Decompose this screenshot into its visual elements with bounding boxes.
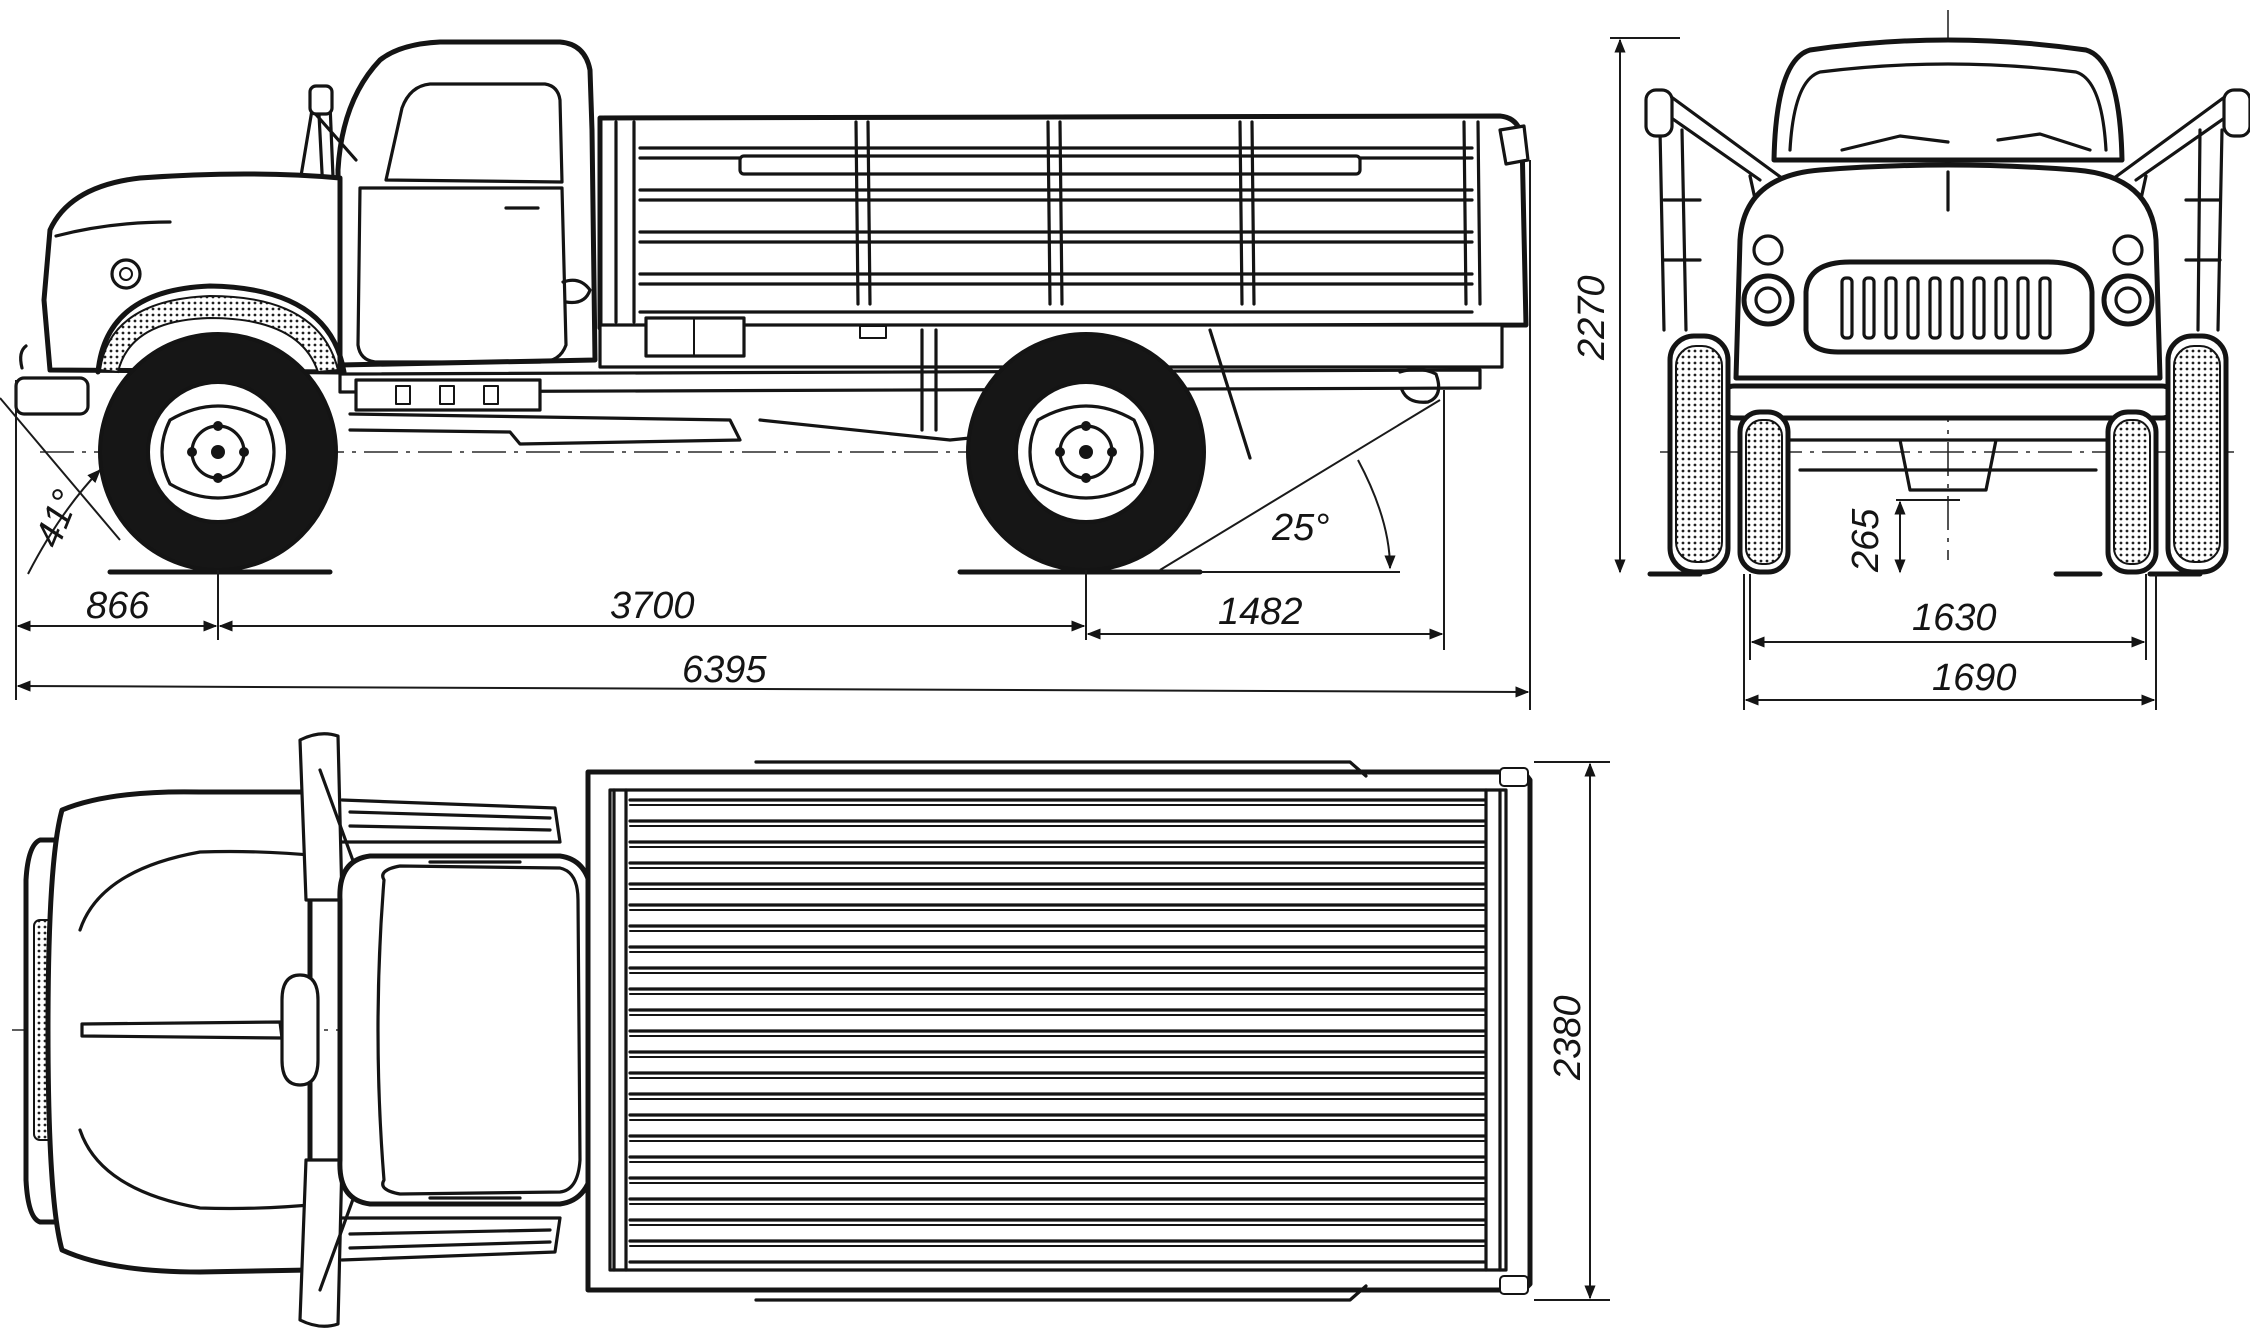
step-rivet-3 (483, 385, 499, 405)
front-headlights (1741, 234, 2155, 327)
bed-stakes (614, 120, 1482, 324)
cab-window (384, 82, 564, 184)
hood-emblem-inner (119, 267, 133, 281)
label-wheelbase: 3700 (610, 585, 695, 627)
front-cab (1771, 37, 2125, 163)
top-bed-inner (608, 788, 1508, 1272)
top-bed-corner-1 (1499, 767, 1529, 787)
front-fender-arch (98, 294, 340, 374)
cab-door (356, 186, 568, 364)
bed-plate (859, 325, 887, 339)
front-axle (1788, 438, 2108, 492)
label-departure-angle: 25° (1271, 507, 1329, 549)
exhaust-pipe (758, 418, 992, 442)
front-wipers (1840, 132, 2092, 152)
front-bumper (14, 376, 90, 416)
grille-bars (1840, 276, 2052, 340)
top-bed-boards (628, 798, 1486, 1264)
top-view: 2380 (12, 732, 1610, 1328)
front-windscreen (1788, 62, 2108, 152)
top-hood-strip (80, 1020, 284, 1040)
front-tyres (1667, 333, 2229, 575)
front-grille (1803, 259, 2095, 355)
front-bed-sides (1658, 128, 2224, 332)
label-width: 2380 (1547, 995, 1589, 1081)
approach-line (0, 397, 121, 541)
departure-arc (1357, 459, 1396, 570)
top-hood-crease-r (78, 1128, 322, 1211)
step-rivet-2 (439, 385, 455, 405)
front-mirrors (1644, 88, 2250, 242)
rear-suspension (920, 328, 1252, 460)
rear-wheel (966, 332, 1206, 572)
top-hood-vent (280, 973, 320, 1087)
label-front-track: 1630 (1912, 597, 1997, 639)
tail-lamp (1498, 124, 1530, 166)
label-ground-clearance: 265 (1845, 508, 1887, 573)
label-overall-length: 6395 (682, 649, 767, 691)
top-cab-roof (376, 864, 582, 1196)
approach-arc (27, 468, 101, 575)
top-hood-crease-l (78, 849, 322, 932)
side-view: 866 3700 1482 6395 41° 25° (0, 39, 1531, 710)
label-front-overhang: 866 (86, 585, 150, 627)
top-cab-vents (428, 860, 522, 1200)
fuel-tank (348, 412, 742, 446)
label-rear-overhang: 1482 (1218, 591, 1303, 633)
step-box (354, 378, 542, 412)
fuel-cap (561, 278, 592, 305)
departure-line (1159, 399, 1441, 571)
label-rear-track: 1690 (1932, 657, 2017, 699)
top-bed-side-lips (754, 760, 1368, 1302)
hood-crease (54, 220, 172, 238)
top-fenders (298, 732, 562, 1328)
cab-body (335, 39, 598, 368)
top-bed-rails (612, 788, 1502, 1272)
label-height: 2270 (1571, 275, 1613, 361)
front-wheel (98, 332, 338, 572)
front-bumper-front (1719, 383, 2177, 421)
front-view: 2270 265 1630 1690 (1571, 10, 2250, 710)
towing-hook (1398, 367, 1441, 404)
headlight-rim (19, 344, 28, 370)
step-rivet-1 (395, 385, 411, 405)
hood-emblem (110, 258, 142, 290)
dim-line-overall-length (16, 680, 1530, 698)
top-bed-corner-2 (1499, 1275, 1529, 1295)
side-extension-lines (15, 160, 1531, 710)
side-mirror (308, 84, 334, 116)
front-bed-slats (1662, 198, 2222, 262)
front-fender (95, 283, 347, 375)
